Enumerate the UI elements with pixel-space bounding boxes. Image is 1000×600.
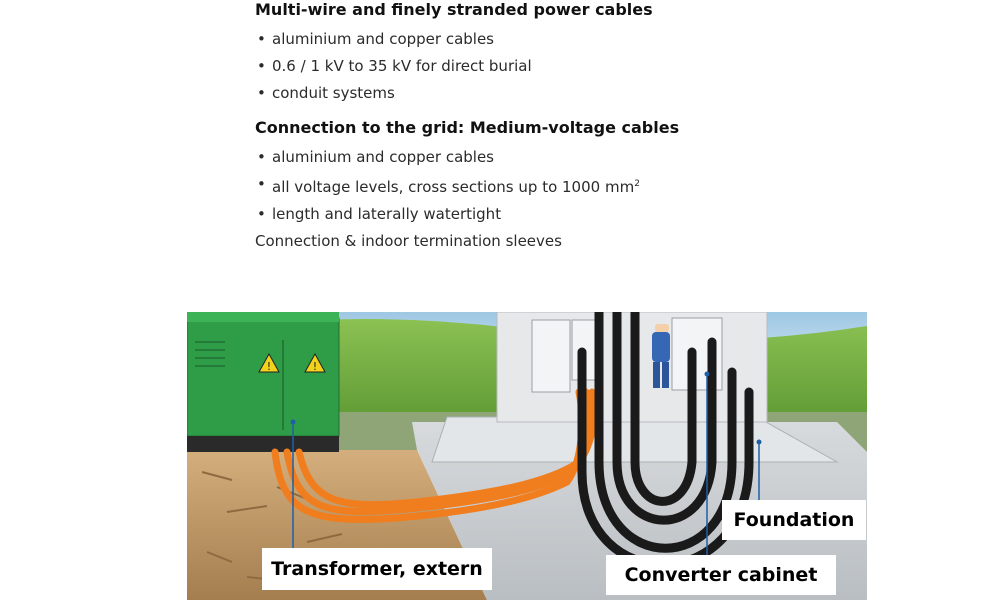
transformer-box — [187, 312, 340, 452]
label-transformer: Transformer, extern — [262, 548, 492, 590]
bullet-item: conduit systems — [255, 80, 775, 107]
pointer-dot — [290, 419, 296, 425]
warning-icon: ! — [304, 352, 326, 373]
superscript: 2 — [634, 179, 640, 189]
bullet-text: all voltage levels, cross sections up to… — [272, 178, 635, 196]
bullet-item: length and laterally watertight — [255, 201, 775, 228]
svg-text:!: ! — [267, 360, 271, 373]
label-converter-cabinet: Converter cabinet — [606, 555, 836, 595]
svg-text:!: ! — [313, 360, 317, 373]
bullet-item: all voltage levels, cross sections up to… — [255, 171, 775, 201]
converter-cabinet-box — [531, 319, 571, 393]
pointer-dot — [704, 371, 710, 377]
section-footer: Connection & indoor termination sleeves — [255, 232, 562, 250]
pointer-lines — [292, 374, 760, 555]
pointer-dot — [756, 439, 762, 445]
label-foundation: Foundation — [722, 500, 866, 540]
section-grid-connection: Connection to the grid: Medium-voltage c… — [255, 118, 775, 255]
bullet-list: aluminium and copper cables all voltage … — [255, 144, 775, 228]
section-power-cables: Multi-wire and finely stranded power cab… — [255, 0, 775, 107]
bullet-item: aluminium and copper cables — [255, 144, 775, 171]
soil-texture — [201, 471, 343, 582]
bullet-item: 0.6 / 1 kV to 35 kV for direct burial — [255, 53, 775, 80]
section-title: Connection to the grid: Medium-voltage c… — [255, 118, 680, 137]
technician-figure — [652, 324, 670, 388]
section-title: Multi-wire and finely stranded power cab… — [255, 0, 653, 19]
warning-icon: ! — [258, 352, 280, 373]
bullet-list: aluminium and copper cables 0.6 / 1 kV t… — [255, 26, 775, 107]
bullet-item: aluminium and copper cables — [255, 26, 775, 53]
